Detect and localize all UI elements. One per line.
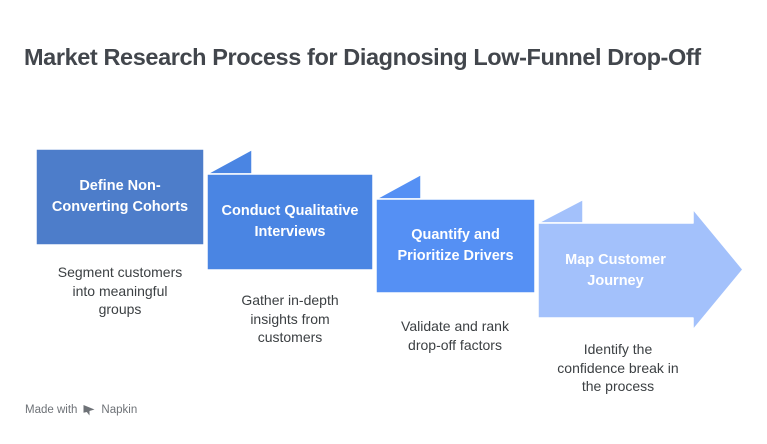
step-3-box <box>375 198 536 294</box>
step-4-arrow <box>537 208 744 331</box>
brand-text: Napkin <box>101 404 138 416</box>
fold-flap-step-3 <box>375 173 422 200</box>
step-2-label: Conduct Qualitative Interviews <box>221 203 359 240</box>
fold-flap-step-2 <box>206 148 253 175</box>
made-with-text: Made with <box>25 404 78 416</box>
step-4-label: Map Customer Journey <box>565 251 666 289</box>
step-3-label: Quantify and Prioritize Drivers <box>397 227 514 264</box>
step-2-box <box>206 173 374 271</box>
step-2-description: Gather in-depth insights from customers <box>241 292 339 345</box>
fold-flap-step-4 <box>537 198 584 224</box>
step-1-box <box>35 148 205 246</box>
step-1-description: Segment customers into meaningful groups <box>57 264 183 317</box>
step-3-description: Validate and rank drop-off factors <box>401 318 509 353</box>
page-title: Market Research Process for Diagnosing L… <box>24 44 701 70</box>
made-with-napkin-link[interactable]: Made with Napkin <box>25 403 137 417</box>
step-1-label: Define Non-Converting Cohorts <box>51 178 189 215</box>
step-4-description: Identify the confidence break in the pro… <box>557 341 679 394</box>
napkin-logo-icon <box>83 405 95 416</box>
